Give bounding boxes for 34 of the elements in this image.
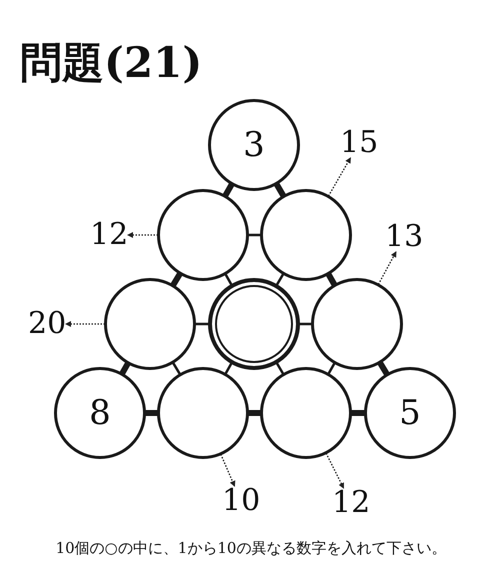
dotted-arrow: [127, 232, 158, 238]
number-circle: 5: [364, 367, 456, 459]
sum-number: 13: [385, 222, 424, 252]
connector-bar: [327, 362, 336, 375]
sum-number: 15: [340, 128, 378, 158]
connector-bar: [274, 182, 286, 198]
connector-bar: [224, 273, 233, 286]
instruction-caption: 10個の○の中に、1から10の異なる数字を入れて下さい。: [54, 538, 448, 558]
dotted-arrow: [326, 452, 344, 489]
connector-bar: [145, 410, 158, 416]
number-circle: 8: [54, 367, 146, 459]
dotted-arrow: [328, 157, 351, 196]
title: 問題(21): [20, 38, 202, 88]
connector-bar: [299, 322, 312, 326]
connector-bar: [119, 362, 131, 376]
number-circle: 3: [208, 99, 300, 191]
sum-number: 12: [332, 488, 370, 518]
connector-bar: [195, 322, 209, 326]
dotted-arrow: [220, 454, 236, 487]
connector-bar: [224, 362, 233, 375]
connector-bar: [248, 410, 261, 416]
connector-bar: [326, 272, 338, 286]
connector-bar: [222, 182, 234, 198]
connector-bar: [276, 362, 284, 375]
connector-bar: [276, 273, 284, 286]
dotted-arrow: [65, 321, 105, 327]
sum-number: 20: [28, 309, 66, 339]
sum-number: 10: [222, 486, 260, 516]
connector-bar: [172, 362, 182, 375]
sum-number: 12: [90, 220, 128, 250]
connector-bar: [351, 410, 365, 416]
dotted-arrow: [378, 251, 396, 285]
connector-bar: [170, 272, 183, 287]
connector-bar: [248, 234, 261, 236]
